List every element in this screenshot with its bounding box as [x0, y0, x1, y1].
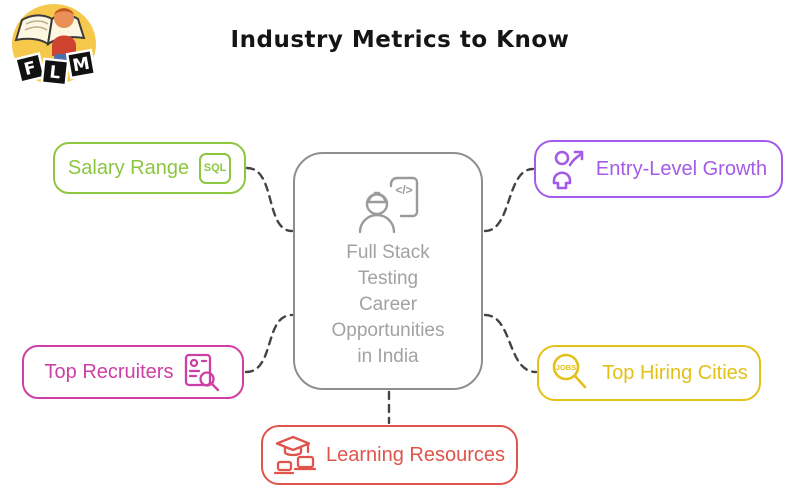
page-title: Industry Metrics to Know	[230, 27, 570, 53]
connector-center-to-entry	[483, 167, 535, 233]
resume-search-icon	[185, 353, 220, 391]
connector-recruiters-to-center	[244, 313, 294, 374]
node-top-hiring-cities: JOBS Top Hiring Cities	[537, 345, 761, 401]
flm-logo-graphic: F L M	[12, 4, 97, 87]
top-hiring-cities-label: Top Hiring Cities	[602, 361, 748, 384]
top-recruiters-label: Top Recruiters	[44, 360, 174, 383]
connector-center-to-hiring	[483, 313, 538, 374]
logo-letter-l: L	[48, 62, 61, 83]
graduation-laptops-icon	[274, 435, 316, 475]
entry-level-growth-label: Entry-Level Growth	[595, 157, 768, 180]
person-growth-arrow-icon	[552, 150, 584, 190]
node-entry-level-growth: Entry-Level Growth	[534, 140, 783, 198]
learning-resources-label: Learning Resources	[326, 443, 505, 466]
node-salary-range: Salary Range SQL	[53, 142, 246, 194]
node-top-recruiters: Top Recruiters	[22, 345, 244, 399]
center-node-full-stack-testing: </> Full Stack Testing Career Opportunit…	[293, 152, 483, 390]
code-glyph: </>	[395, 183, 412, 197]
jobs-icon-text: JOBS	[556, 363, 576, 372]
flm-logo: F L M	[8, 2, 100, 90]
salary-range-label: Salary Range	[67, 156, 190, 179]
logo-letter-f: F	[22, 58, 38, 80]
center-node-label: Full Stack Testing Career Opportunities …	[331, 242, 445, 367]
sql-badge-icon: SQL	[199, 152, 232, 184]
engineer-code-document-icon: </>	[358, 176, 419, 234]
node-learning-resources: Learning Resources	[261, 425, 518, 485]
connector-salary-to-center	[245, 166, 294, 233]
logo-letter-m: M	[71, 54, 91, 77]
jobs-magnifier-icon: JOBS	[552, 353, 587, 389]
